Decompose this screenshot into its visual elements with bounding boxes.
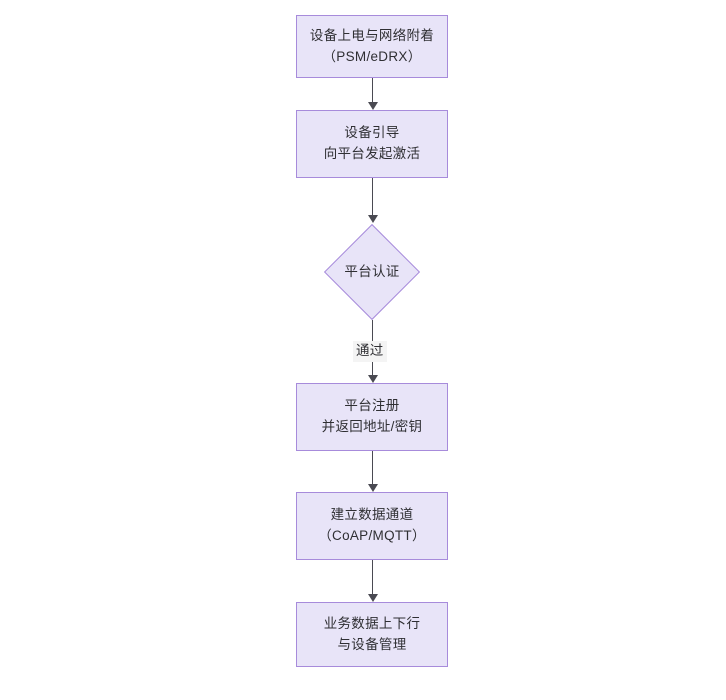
connector-line <box>372 451 374 485</box>
connector-line <box>372 78 374 103</box>
flow-node-platform-registration[interactable]: 平台注册 并返回地址/密钥 <box>296 383 448 451</box>
flow-node-device-power-on[interactable]: 设备上电与网络附着 （PSM/eDRX） <box>296 15 448 78</box>
node-text-line: 平台认证 <box>344 263 400 279</box>
node-text-line: 业务数据上下行 <box>323 615 421 631</box>
node-text-line: 与设备管理 <box>337 636 407 652</box>
arrowhead-icon <box>367 215 378 223</box>
node-text-line: 平台注册 <box>344 398 400 414</box>
arrowhead-icon <box>367 484 378 492</box>
node-text-line: （CoAP/MQTT） <box>318 528 426 543</box>
connector-line <box>372 560 374 595</box>
arrowhead-icon <box>367 375 378 383</box>
flow-node-device-bootstrap[interactable]: 设备引导 向平台发起激活 <box>296 110 448 178</box>
connector-line <box>372 178 374 216</box>
flow-node-data-channel[interactable]: 建立数据通道 （CoAP/MQTT） <box>296 492 448 560</box>
arrowhead-icon <box>367 594 378 602</box>
node-text-line: 建立数据通道 <box>330 507 414 523</box>
node-text-line: 设备引导 <box>344 125 400 141</box>
flow-edge-label-pass: 通过 <box>353 341 387 362</box>
node-text-line: 向平台发起激活 <box>323 146 421 161</box>
arrowhead-icon <box>367 102 378 110</box>
flow-node-platform-authentication[interactable]: 平台认证 <box>323 223 421 321</box>
node-text-line: 并返回地址/密钥 <box>321 419 423 434</box>
node-text-line: （PSM/eDRX） <box>322 48 422 64</box>
flow-node-business-data[interactable]: 业务数据上下行 与设备管理 <box>296 602 448 667</box>
node-text-line: 设备上电与网络附着 <box>309 27 435 43</box>
